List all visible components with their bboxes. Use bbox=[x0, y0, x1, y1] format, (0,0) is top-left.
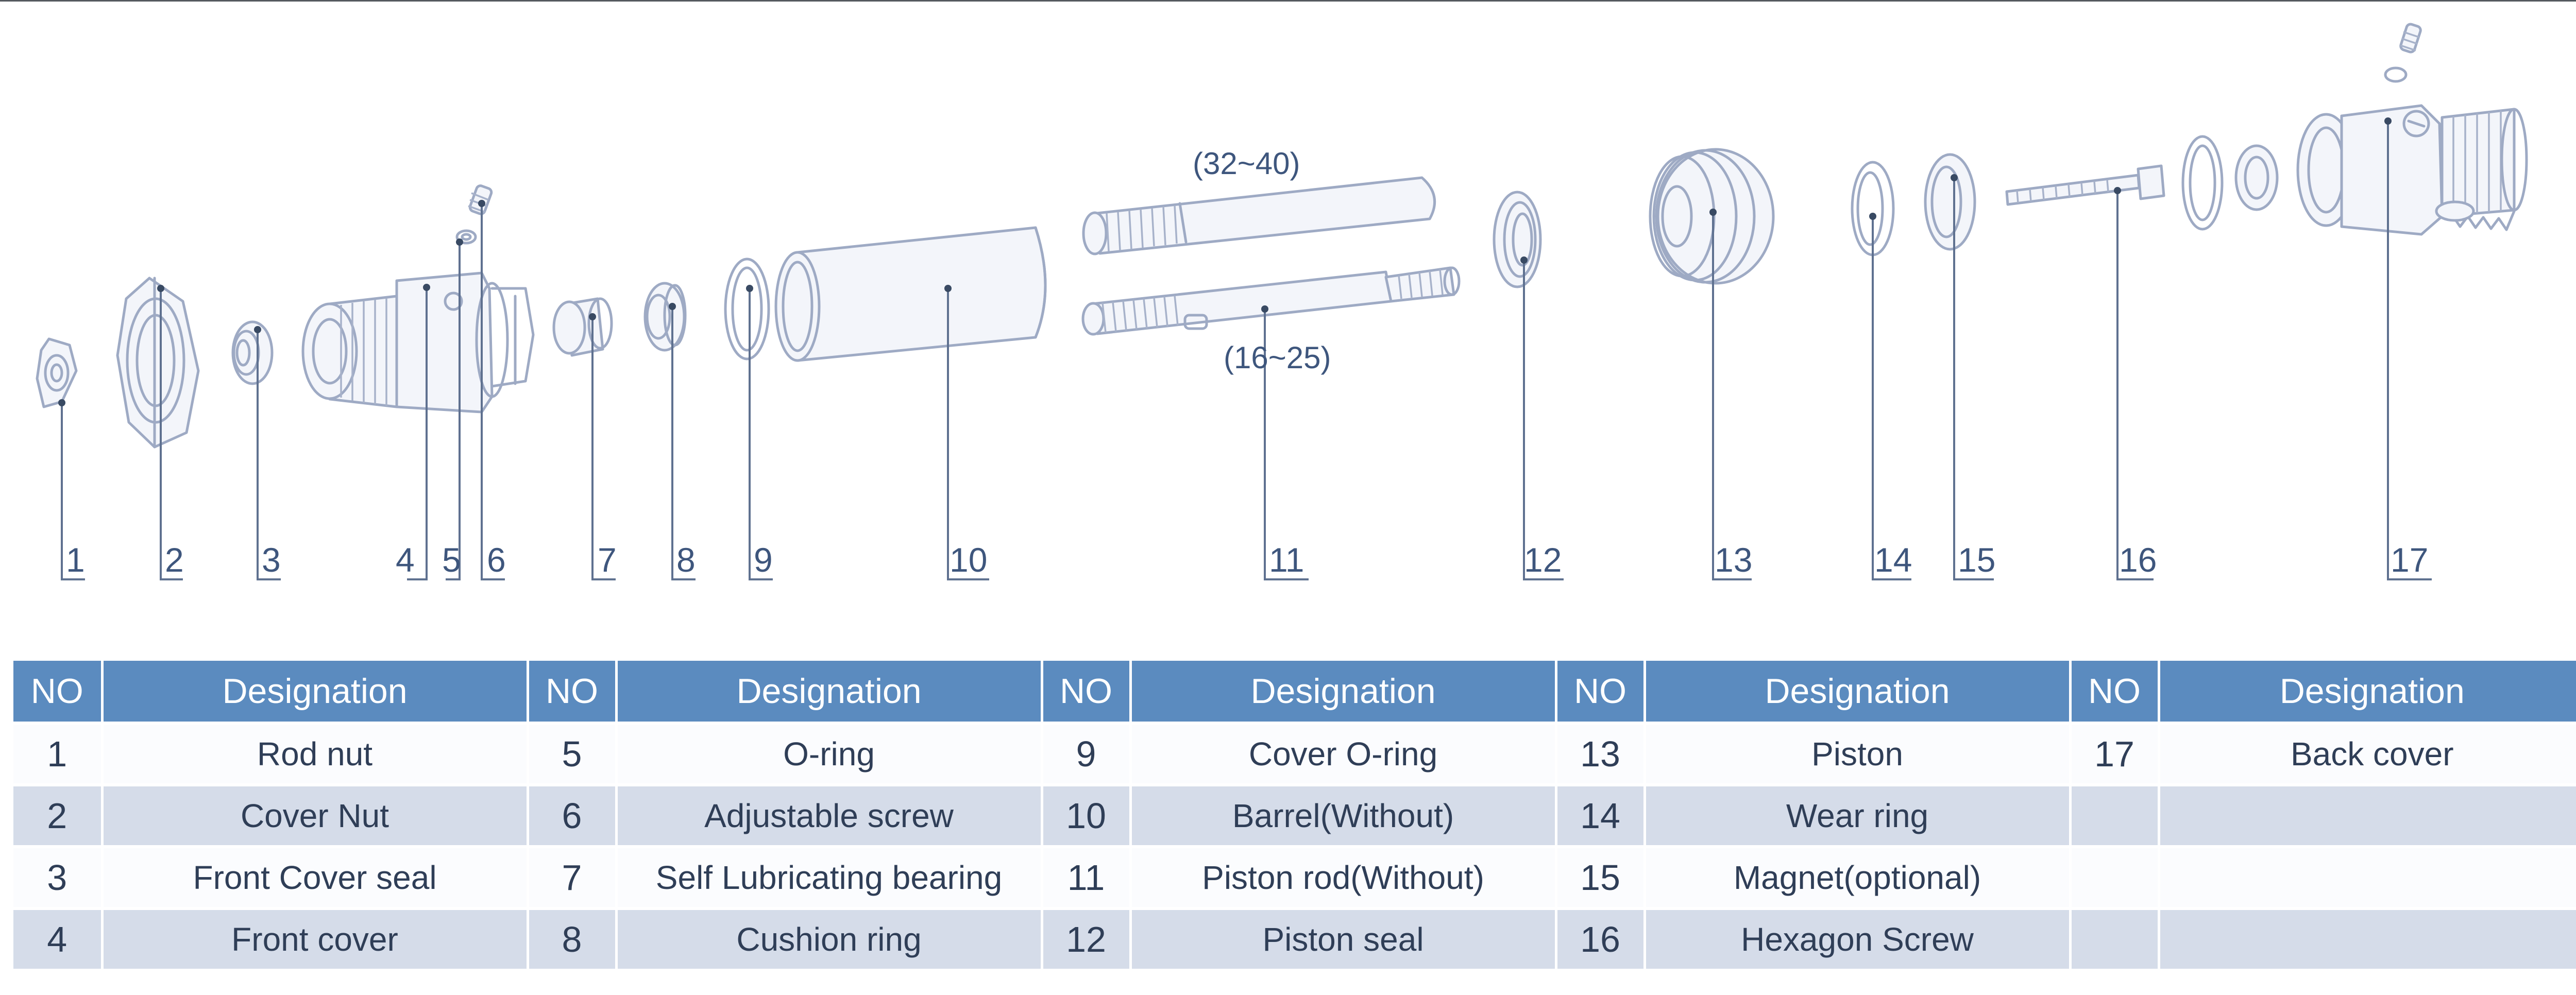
part-number: 16 bbox=[1556, 908, 1646, 972]
header-no: NO bbox=[2070, 661, 2160, 725]
front-cover-part bbox=[301, 271, 535, 414]
piston-seal-part bbox=[1493, 191, 1542, 288]
part-designation: Hexagon Screw bbox=[1645, 908, 2072, 972]
callout-5: 5 bbox=[442, 541, 461, 579]
part-number bbox=[2070, 908, 2160, 972]
cover-o-ring-part bbox=[724, 258, 770, 361]
callout-1: 1 bbox=[66, 541, 85, 579]
part-designation: Cover Nut bbox=[102, 785, 529, 848]
part-designation: Adjustable screw bbox=[616, 785, 1043, 848]
table-header-row: NO Designation NO Designation NO Designa… bbox=[13, 661, 2576, 725]
part-designation bbox=[2159, 785, 2576, 848]
piston-rod-part bbox=[1081, 176, 1461, 336]
callout-9: 9 bbox=[754, 541, 773, 579]
barrel-part bbox=[774, 226, 1047, 362]
back-cover-part bbox=[2296, 23, 2528, 236]
part-number: 5 bbox=[528, 723, 618, 786]
part-designation: Piston bbox=[1645, 723, 2072, 786]
callout-4: 4 bbox=[396, 541, 415, 579]
callout-7: 7 bbox=[598, 541, 617, 579]
part-designation: Front cover bbox=[102, 908, 529, 972]
callout-2: 2 bbox=[165, 541, 184, 579]
header-no: NO bbox=[1556, 661, 1646, 725]
part-number: 14 bbox=[1556, 785, 1646, 848]
part-number: 9 bbox=[1042, 723, 1132, 786]
top-rule bbox=[0, 0, 2576, 2]
part-number: 2 bbox=[13, 785, 104, 848]
part-designation: Wear ring bbox=[1645, 785, 2072, 848]
part-designation: Magnet(optional) bbox=[1645, 847, 2072, 910]
table-row: 1 Rod nut 5 O-ring 9 Cover O-ring 13 Pis… bbox=[13, 723, 2576, 786]
callout-3: 3 bbox=[262, 541, 281, 579]
callout-15: 15 bbox=[1958, 541, 1995, 579]
header-designation: Designation bbox=[2159, 661, 2576, 725]
part-number: 12 bbox=[1042, 908, 1132, 972]
table-row: 3 Front Cover seal 7 Self Lubricating be… bbox=[13, 847, 2576, 910]
part-designation bbox=[2159, 908, 2576, 972]
header-no: NO bbox=[13, 661, 104, 725]
part-designation: Cushion ring bbox=[616, 908, 1043, 972]
back-cover-seals-part bbox=[2181, 135, 2279, 231]
table-row: 2 Cover Nut 6 Adjustable screw 10 Barrel… bbox=[13, 785, 2576, 848]
part-number: 4 bbox=[13, 908, 104, 972]
part-number: 15 bbox=[1556, 847, 1646, 910]
cushion-ring-part bbox=[643, 282, 687, 352]
front-cover-seal-part bbox=[231, 320, 274, 385]
part-number: 13 bbox=[1556, 723, 1646, 786]
part-designation: Barrel(Without) bbox=[1130, 785, 1557, 848]
callout-12: 12 bbox=[1524, 541, 1562, 579]
leader-dots bbox=[58, 117, 2392, 406]
part-designation: Piston seal bbox=[1130, 908, 1557, 972]
part-designation: Rod nut bbox=[102, 723, 529, 786]
adjustable-screw-part bbox=[468, 184, 493, 215]
header-no: NO bbox=[528, 661, 618, 725]
rod-size-upper-label: (32~40) bbox=[1193, 146, 1300, 181]
part-number: 17 bbox=[2070, 723, 2160, 786]
o-ring-part bbox=[455, 229, 477, 245]
piston-part bbox=[1649, 148, 1775, 285]
exploded-view-diagram: 1 2 3 4 5 6 7 8 9 10 11 12 13 14 15 16 1… bbox=[36, 23, 2528, 580]
callout-11: 11 bbox=[1269, 541, 1304, 579]
part-number bbox=[2070, 847, 2160, 910]
part-number: 8 bbox=[528, 908, 618, 972]
callout-14: 14 bbox=[1874, 541, 1912, 579]
header-designation: Designation bbox=[102, 661, 529, 725]
callout-labels: 1 2 3 4 5 6 7 8 9 10 11 12 13 14 15 16 1… bbox=[66, 541, 2428, 579]
part-number: 3 bbox=[13, 847, 104, 910]
part-number: 1 bbox=[13, 723, 104, 786]
header-no: NO bbox=[1042, 661, 1132, 725]
leader-lines bbox=[61, 121, 2432, 580]
magnet-part bbox=[1924, 153, 1976, 251]
part-designation bbox=[2159, 847, 2576, 910]
table-row: 4 Front cover 8 Cushion ring 12 Piston s… bbox=[13, 908, 2576, 972]
hexagon-screw-part bbox=[2005, 164, 2165, 206]
callout-16: 16 bbox=[2119, 541, 2157, 579]
self-lubricating-bearing-part bbox=[552, 297, 613, 357]
header-designation: Designation bbox=[616, 661, 1043, 725]
rod-nut-part bbox=[36, 337, 78, 408]
callout-10: 10 bbox=[950, 541, 987, 579]
header-designation: Designation bbox=[1130, 661, 1557, 725]
part-designation: Cover O-ring bbox=[1130, 723, 1557, 786]
parts-table: NO Designation NO Designation NO Designa… bbox=[13, 661, 2576, 972]
callout-17: 17 bbox=[2391, 541, 2428, 579]
part-number: 10 bbox=[1042, 785, 1132, 848]
part-designation: Back cover bbox=[2159, 723, 2576, 786]
part-number: 11 bbox=[1042, 847, 1132, 910]
part-designation: O-ring bbox=[616, 723, 1043, 786]
callout-6: 6 bbox=[487, 541, 506, 579]
part-designation: Piston rod(Without) bbox=[1130, 847, 1557, 910]
part-designation: Self Lubricating bearing bbox=[616, 847, 1043, 910]
part-number: 7 bbox=[528, 847, 618, 910]
callout-13: 13 bbox=[1715, 541, 1752, 579]
part-number bbox=[2070, 785, 2160, 848]
rod-size-lower-label: (16~25) bbox=[1224, 340, 1331, 375]
part-designation: Front Cover seal bbox=[102, 847, 529, 910]
callout-8: 8 bbox=[676, 541, 696, 579]
cover-nut-part bbox=[116, 277, 200, 449]
part-number: 6 bbox=[528, 785, 618, 848]
header-designation: Designation bbox=[1645, 661, 2072, 725]
